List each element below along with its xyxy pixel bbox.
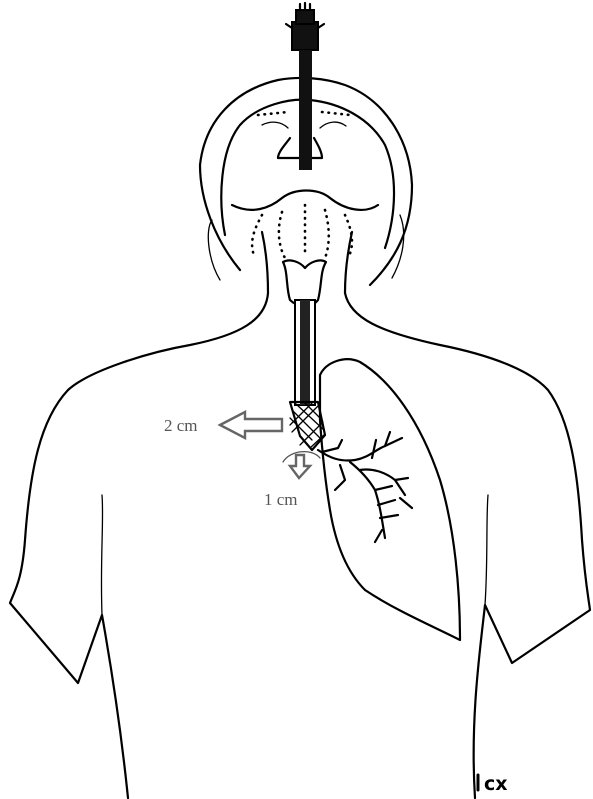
larynx (262, 232, 352, 306)
lung (320, 359, 460, 640)
left-arrow (220, 412, 282, 438)
left-arrow-label: 2 cm (164, 416, 198, 435)
signature-text: cx (484, 773, 508, 795)
down-arrow-label: 1 cm (264, 490, 298, 509)
artist-signature: cx (478, 773, 508, 795)
down-arrow (283, 452, 320, 478)
